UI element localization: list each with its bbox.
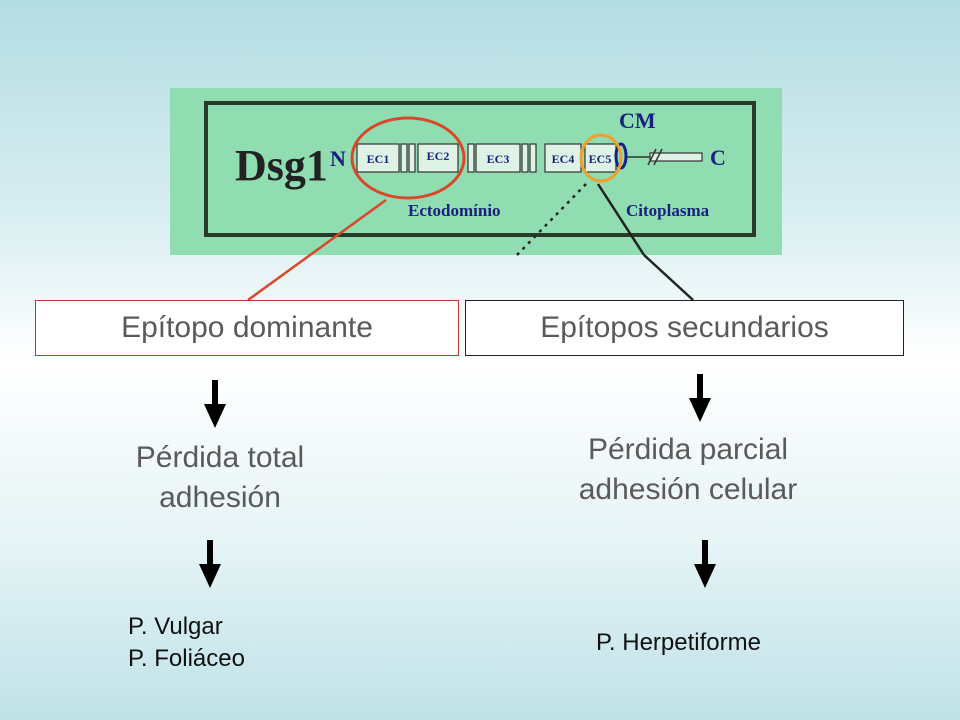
arrow-down-icon — [204, 380, 226, 428]
domain-ec2-box — [417, 143, 459, 173]
cytoplasm-label: Citoplasma — [626, 201, 710, 220]
protein-label: Dsg1 — [235, 141, 328, 190]
domain-ec1-label: EC1 — [367, 152, 390, 166]
n-terminus-label: N — [330, 146, 346, 171]
domain-joint — [467, 143, 475, 173]
arrow-down-icon — [689, 374, 711, 422]
domain-joint — [408, 143, 416, 173]
dominant-connector — [247, 198, 387, 302]
secondary-connector — [596, 183, 646, 256]
domain-ec1-box — [356, 143, 400, 173]
secondary-connector — [643, 254, 694, 301]
domain-joint — [521, 143, 529, 173]
dominant-epitope-ellipse — [350, 116, 466, 200]
tail-segment — [649, 152, 703, 162]
membrane-marker — [614, 142, 628, 170]
arrow-down-icon — [694, 540, 716, 588]
domain-joint — [400, 143, 408, 173]
break-mark — [647, 148, 657, 166]
ectodomain-label: Ectodomínio — [408, 201, 501, 220]
domain-strip — [356, 143, 617, 173]
domain-ec4-label: EC4 — [552, 152, 575, 166]
figure-frame — [204, 101, 756, 237]
c-terminus-label: C — [710, 145, 726, 170]
membrane-label: CM — [619, 108, 656, 133]
arrow-down-icon — [199, 540, 221, 588]
domain-ec2-label: EC2 — [427, 149, 450, 163]
break-mark — [653, 148, 663, 166]
secondary-connector-dotted — [516, 183, 587, 256]
domain-ec3-label: EC3 — [487, 152, 510, 166]
secondary-epitope-ellipse — [579, 133, 623, 183]
domain-ec4-box — [544, 143, 582, 173]
domain-joint — [529, 143, 537, 173]
domain-ec5-label: EC5 — [589, 152, 612, 166]
domain-ec3-box — [475, 143, 521, 173]
